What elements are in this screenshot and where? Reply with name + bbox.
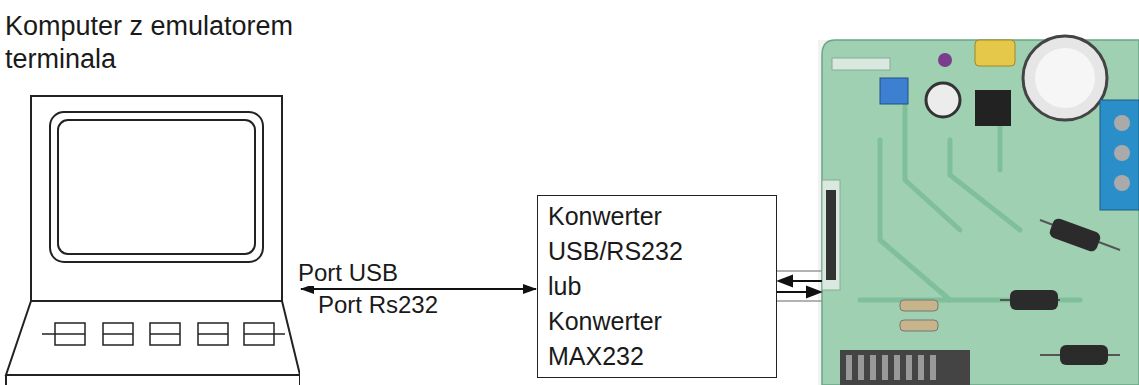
connector-arrow	[301, 288, 536, 290]
port-label: Port Rs232	[316, 292, 440, 318]
node-heading: Komputer z emulatorem terminala	[5, 10, 375, 76]
box-text: Konwerter USB/RS232 lub Konwerter MAX232	[548, 199, 683, 374]
computer-terminal: Komputer z emulatorem terminala	[0, 0, 300, 385]
port-label: Port USB	[296, 260, 400, 286]
converter-box: Konwerter USB/RS232 lub Konwerter MAX232	[537, 195, 777, 378]
